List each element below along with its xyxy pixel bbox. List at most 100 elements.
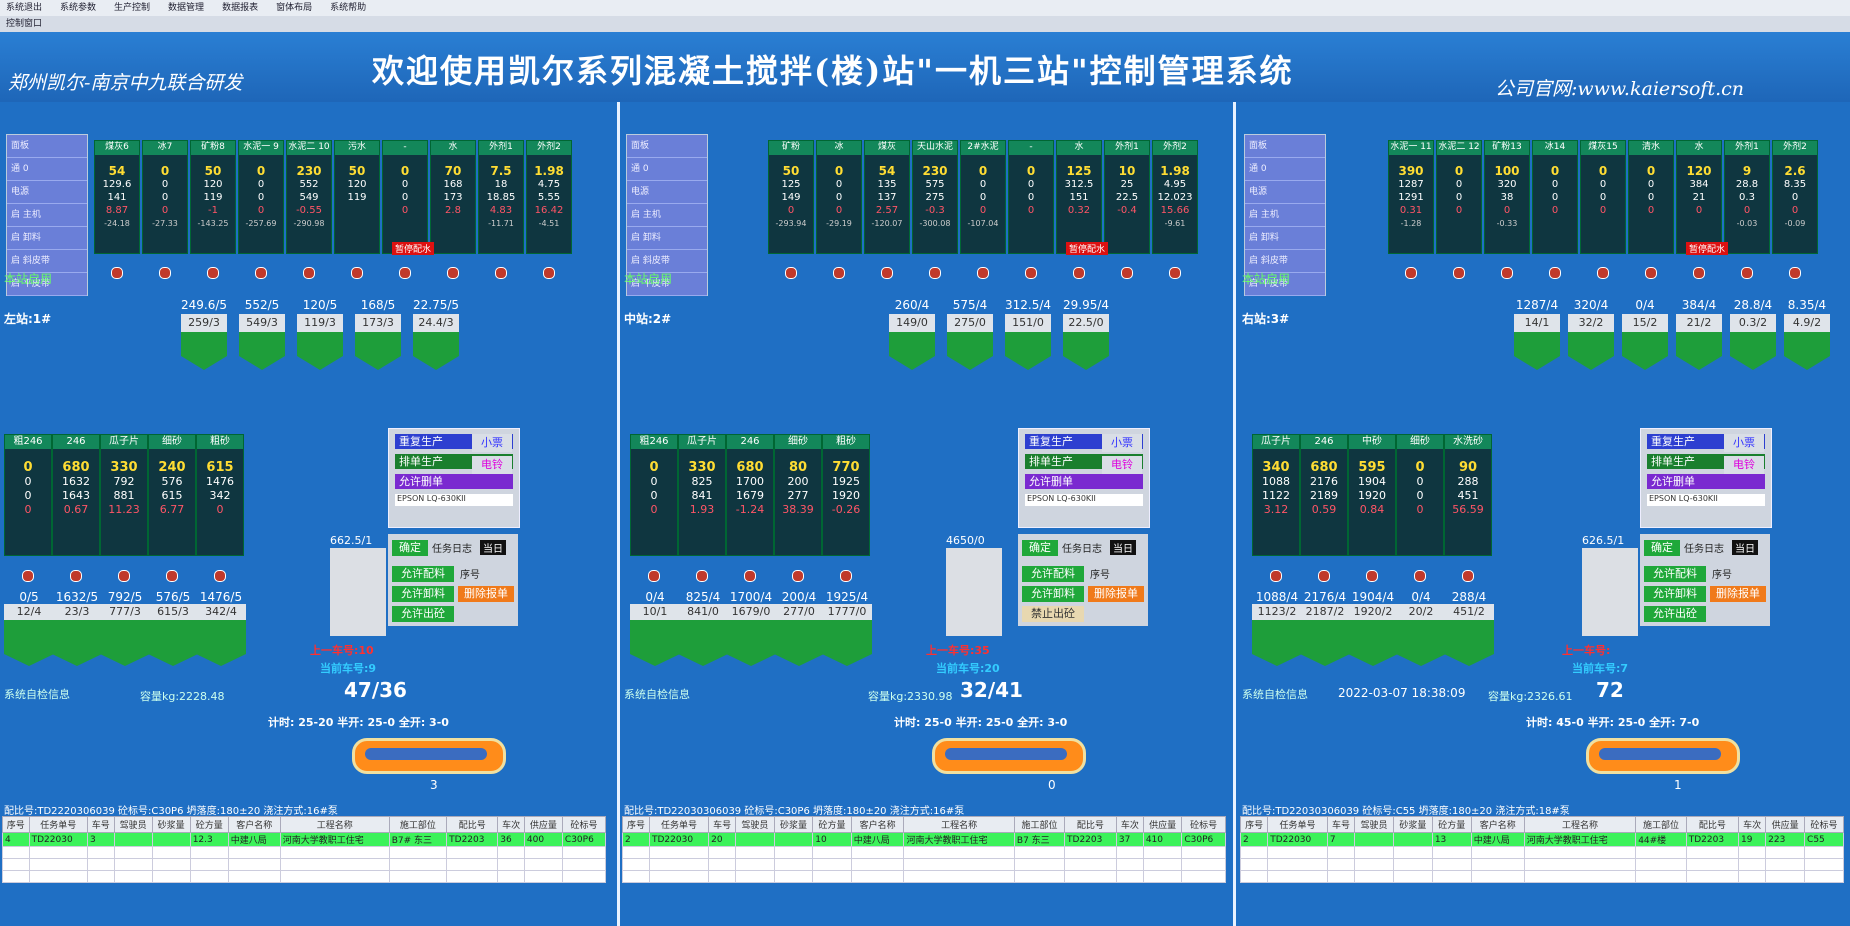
menu-layout[interactable]: 窗体布局 (276, 3, 313, 13)
control-item[interactable]: 启 斜皮带 (627, 250, 707, 273)
valve-icon[interactable] (1453, 267, 1465, 279)
aggregate-valve-icon[interactable] (22, 570, 34, 582)
valve-icon[interactable] (303, 267, 315, 279)
allow-batch-button[interactable]: 允许配料 (1022, 566, 1084, 582)
bell-button[interactable]: 电铃 (472, 456, 512, 474)
today-select[interactable]: 当日 (480, 540, 506, 555)
aggregate-valve-icon[interactable] (70, 570, 82, 582)
control-item[interactable]: 启 主机 (7, 204, 87, 227)
table-row[interactable] (2, 870, 607, 883)
aggregate-valve-icon[interactable] (118, 570, 130, 582)
menu-report[interactable]: 数据报表 (222, 3, 259, 13)
table-row[interactable] (1239, 846, 1844, 859)
valve-icon[interactable] (1169, 267, 1181, 279)
valve-icon[interactable] (1073, 267, 1085, 279)
allow-unload-button[interactable]: 允许卸料 (1644, 586, 1706, 602)
printer-select[interactable]: EPSON LQ-630KII (1647, 494, 1765, 506)
aggregate-valve-icon[interactable] (166, 570, 178, 582)
aggregate-valve-icon[interactable] (1462, 570, 1474, 582)
allow-unload-button[interactable]: 允许卸料 (1022, 586, 1084, 602)
valve-icon[interactable] (929, 267, 941, 279)
table-row[interactable] (1239, 858, 1844, 871)
control-item[interactable]: 通 0 (627, 158, 707, 181)
valve-icon[interactable] (111, 267, 123, 279)
valve-icon[interactable] (495, 267, 507, 279)
confirm-button[interactable]: 确定 (1644, 540, 1680, 556)
valve-icon[interactable] (399, 267, 411, 279)
table-row[interactable] (622, 870, 1226, 883)
table-row[interactable] (2, 846, 607, 859)
control-item[interactable]: 启 平皮带 (1245, 273, 1325, 296)
allow-delete-option[interactable]: 允许删单 (395, 474, 513, 489)
aggregate-valve-icon[interactable] (1366, 570, 1378, 582)
menu-exit[interactable]: 系统退出 (6, 3, 43, 13)
printer-select[interactable]: EPSON LQ-630KII (395, 494, 513, 506)
control-item[interactable]: 启 主机 (627, 204, 707, 227)
aggregate-valve-icon[interactable] (744, 570, 756, 582)
allow-out-button[interactable]: 允许出砼 (1644, 606, 1706, 622)
confirm-button[interactable]: 确定 (392, 540, 428, 556)
window-tab[interactable]: 控制窗口 (0, 16, 1850, 32)
valve-icon[interactable] (1549, 267, 1561, 279)
control-item[interactable]: 启 卸料 (627, 227, 707, 250)
ticket-button[interactable]: 小票 (472, 434, 512, 452)
pause-water-label[interactable]: 暂停配水 (1686, 242, 1729, 255)
today-select[interactable]: 当日 (1110, 540, 1136, 555)
valve-icon[interactable] (1645, 267, 1657, 279)
table-row[interactable] (2, 858, 607, 871)
valve-icon[interactable] (785, 267, 797, 279)
table-row[interactable] (622, 846, 1226, 859)
delete-order-button[interactable]: 删除报单 (1088, 586, 1144, 602)
menu-production[interactable]: 生产控制 (114, 3, 151, 13)
pause-water-label[interactable]: 暂停配水 (392, 242, 435, 255)
control-item[interactable]: 面板 (1245, 135, 1325, 158)
valve-icon[interactable] (351, 267, 363, 279)
control-item[interactable]: 启 斜皮带 (1245, 250, 1325, 273)
control-item[interactable]: 电源 (7, 181, 87, 204)
bell-button[interactable]: 电铃 (1102, 456, 1142, 474)
valve-icon[interactable] (1405, 267, 1417, 279)
aggregate-valve-icon[interactable] (214, 570, 226, 582)
no-out-button[interactable]: 禁止出砼 (1022, 606, 1084, 622)
aggregate-valve-icon[interactable] (1318, 570, 1330, 582)
valve-icon[interactable] (1693, 267, 1705, 279)
control-item[interactable]: 启 平皮带 (627, 273, 707, 296)
control-item[interactable]: 电源 (627, 181, 707, 204)
confirm-button[interactable]: 确定 (1022, 540, 1058, 556)
bell-button[interactable]: 电铃 (1724, 456, 1764, 474)
valve-icon[interactable] (1501, 267, 1513, 279)
control-item[interactable]: 通 0 (1245, 158, 1325, 181)
allow-out-button[interactable]: 允许出砼 (392, 606, 454, 622)
allow-batch-button[interactable]: 允许配料 (392, 566, 454, 582)
aggregate-valve-icon[interactable] (696, 570, 708, 582)
control-item[interactable]: 面板 (627, 135, 707, 158)
today-select[interactable]: 当日 (1732, 540, 1758, 555)
control-item[interactable]: 电源 (1245, 181, 1325, 204)
allow-batch-button[interactable]: 允许配料 (1644, 566, 1706, 582)
table-row[interactable] (622, 858, 1226, 871)
delete-order-button[interactable]: 删除报单 (1710, 586, 1766, 602)
valve-icon[interactable] (255, 267, 267, 279)
valve-icon[interactable] (1789, 267, 1801, 279)
delete-order-button[interactable]: 删除报单 (458, 586, 514, 602)
aggregate-valve-icon[interactable] (792, 570, 804, 582)
control-item[interactable]: 通 0 (7, 158, 87, 181)
valve-icon[interactable] (159, 267, 171, 279)
valve-icon[interactable] (543, 267, 555, 279)
valve-icon[interactable] (1741, 267, 1753, 279)
allow-delete-option[interactable]: 允许删单 (1025, 474, 1143, 489)
control-item[interactable]: 面板 (7, 135, 87, 158)
valve-icon[interactable] (1025, 267, 1037, 279)
table-row[interactable] (1239, 870, 1844, 883)
menu-help[interactable]: 系统帮助 (330, 3, 367, 13)
aggregate-valve-icon[interactable] (1270, 570, 1282, 582)
control-item[interactable]: 启 主机 (1245, 204, 1325, 227)
ticket-button[interactable]: 小票 (1724, 434, 1764, 452)
control-item[interactable]: 启 平皮带 (7, 273, 87, 296)
control-item[interactable]: 启 卸料 (7, 227, 87, 250)
valve-icon[interactable] (1121, 267, 1133, 279)
valve-icon[interactable] (833, 267, 845, 279)
aggregate-valve-icon[interactable] (648, 570, 660, 582)
